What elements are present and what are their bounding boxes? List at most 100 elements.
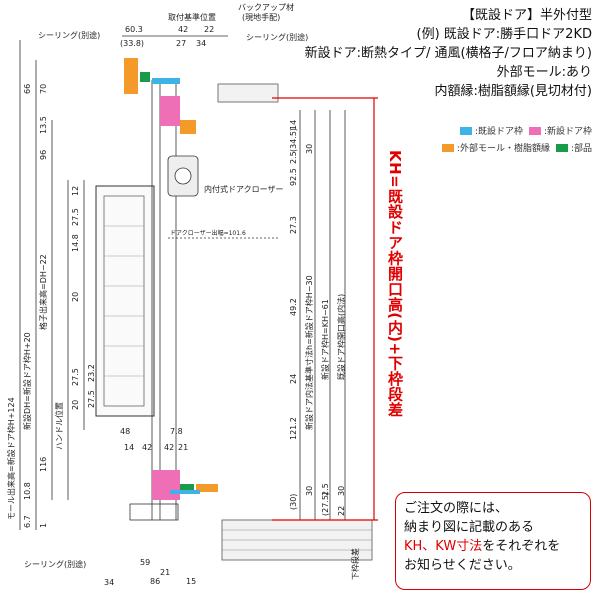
- legend-label: :部品: [570, 144, 592, 154]
- spec-header: 【既設ドア】半外付型 (例) 既設ドア:勝手口ドア2KD 新設ドア:断熱タイプ/…: [292, 6, 592, 101]
- dim-left: 70: [39, 84, 48, 94]
- dim-left: 6.7: [23, 515, 32, 528]
- door-closer-circle: [174, 167, 192, 185]
- label-sealing-bottom: シーリング(別途): [24, 559, 86, 569]
- kh-dimension-label: KH=既設ドア枠開口高(内)+下枠段差: [386, 150, 404, 418]
- interior-frame-bottom: [196, 484, 218, 492]
- interior-frame-top: [180, 120, 196, 134]
- dim-top: 22: [204, 25, 214, 34]
- dim-bottom: 59: [140, 558, 150, 567]
- dim-right: 2.5: [289, 151, 298, 164]
- new-frame-top: [160, 96, 180, 126]
- notice-highlight: KH、KW寸法: [404, 539, 483, 554]
- dim-left: 20: [71, 292, 80, 302]
- dim-left: 21: [178, 443, 188, 452]
- spec-exterior-molding: 外部モール:あり: [496, 65, 592, 80]
- notice-line-rest: をそれぞれを: [482, 539, 561, 554]
- vlabel-handle-position: ハンドル位置: [54, 402, 64, 450]
- dim-right: (30): [289, 494, 298, 510]
- vlabel-new-frame-h: 新設ドア枠H=KH−61: [320, 299, 330, 380]
- legend-molding: :外部モール・樹脂額縁: [441, 141, 550, 154]
- dim-right: 27.3: [289, 216, 298, 234]
- dim-right: 30: [305, 144, 314, 154]
- dim-bottom: 15: [186, 577, 196, 586]
- dim-right: 22: [337, 506, 346, 516]
- part-green-bottom: [180, 484, 194, 490]
- dim-left: 66: [23, 84, 32, 94]
- dim-left: 27.5: [87, 390, 96, 408]
- legend-swatch-blue: [459, 126, 472, 135]
- order-notice: ご注文の際には、 納まり図に記載のある KH、KW寸法をそれぞれを お知らせくだ…: [395, 492, 591, 590]
- door-leaf: [95, 185, 155, 417]
- spec-new-door: 新設ドア:断熱タイプ/ 通風(横格子/フロア納まり): [304, 46, 592, 61]
- wall-top: [217, 83, 279, 103]
- legend-swatch-pink: [528, 126, 541, 135]
- dim-left: 13.5: [39, 116, 48, 134]
- dim-right: (27.5): [321, 492, 330, 516]
- vlabel-lattice-height: 格子出来高=DH−22: [38, 254, 48, 330]
- dim-bottom: 21: [160, 568, 170, 577]
- dim-right: 24: [289, 374, 298, 384]
- notice-line: ご注文の際には、: [404, 501, 509, 516]
- dim-top: 27: [176, 39, 186, 48]
- dim-right: (34.5): [289, 128, 298, 152]
- legend-new-frame: :新設ドア枠: [528, 124, 592, 137]
- legend-swatch-green: [555, 143, 568, 152]
- vlabel-inner-standard: 新設ドア内法基準寸法h=新設ドア枠H−30: [304, 275, 314, 430]
- label-door-closer: 内付式ドアクローザー: [204, 184, 283, 194]
- floor-hatch: [222, 529, 372, 551]
- dim-left: 12: [71, 186, 80, 196]
- dim-top: (33.8): [120, 39, 144, 48]
- dim-right: 2.5: [321, 483, 330, 496]
- dim-top: 34: [196, 39, 206, 48]
- legend-label: :外部モール・樹脂額縁: [456, 144, 550, 154]
- dim-left: 14: [124, 443, 134, 452]
- dim-left: 96: [39, 150, 48, 160]
- color-legend: :既設ドア枠 :新設ドア枠 :外部モール・樹脂額縁 :部品: [362, 124, 592, 158]
- label-sealing-top-left: シーリング(別途): [38, 30, 100, 40]
- dim-bottom: 86: [150, 577, 160, 586]
- kh-dimension: [272, 97, 378, 521]
- label-sealing-top-right: シーリング(別途): [246, 32, 308, 42]
- notice-line: お知らせください。: [404, 558, 521, 573]
- dim-left: 7.8: [170, 427, 183, 436]
- legend-swatch-orange: [441, 143, 454, 152]
- dim-left: 27.5: [71, 208, 80, 226]
- existing-frame-top: [152, 78, 180, 84]
- dim-left: 23.2: [87, 364, 96, 382]
- lattice-panel: [103, 195, 145, 407]
- legend-existing-frame: :既設ドア枠: [459, 124, 523, 137]
- spec-title: 【既設ドア】半外付型: [461, 8, 592, 23]
- notice-line: 納まり図に記載のある: [404, 520, 535, 535]
- vlabel-existing-opening: 既設ドア枠開口高(内法): [336, 294, 346, 380]
- dim-top: 60.3: [125, 25, 143, 34]
- dim-left: 27.5: [71, 368, 80, 386]
- dim-left: 48: [120, 427, 130, 436]
- dim-top: 42: [178, 25, 188, 34]
- existing-frame-bottom: [170, 490, 200, 494]
- legend-label: :新設ドア枠: [543, 127, 592, 137]
- dim-left: 42: [142, 443, 152, 452]
- notice-line: KH、KW寸法をそれぞれを: [404, 537, 582, 556]
- dim-right: 30: [305, 486, 314, 496]
- dim-left: 14.8: [71, 234, 80, 252]
- new-frame-bottom: [152, 470, 180, 500]
- vlabel-sill-step: 下枠段差: [350, 548, 360, 580]
- lattice-bars: [104, 225, 144, 377]
- sill-profile: [129, 503, 179, 521]
- spec-existing-door: (例) 既設ドア:勝手口ドア2KD: [416, 27, 592, 42]
- legend-label: :既設ドア枠: [474, 127, 523, 137]
- vlabel-new-dh: 新設DH=新設ドア枠H+20: [22, 332, 32, 430]
- dim-left: 116: [39, 457, 48, 472]
- label-door-closer-out: ドアクローザー出幅=101.6: [170, 229, 246, 237]
- legend-parts: :部品: [555, 141, 592, 154]
- spec-interior-frame: 内額縁:樹脂額縁(見切材付): [434, 84, 592, 99]
- label-backup: バックアップ材: [238, 2, 294, 12]
- dim-left: 42: [164, 443, 174, 452]
- label-top-ref: 取付基準位置: [168, 12, 216, 22]
- dim-right: 30: [337, 486, 346, 496]
- vlabel-molding-height: モール出来高=新設ドア枠H+124: [6, 397, 16, 520]
- dim-right: 49.2: [289, 298, 298, 316]
- dim-left: 20: [71, 400, 80, 410]
